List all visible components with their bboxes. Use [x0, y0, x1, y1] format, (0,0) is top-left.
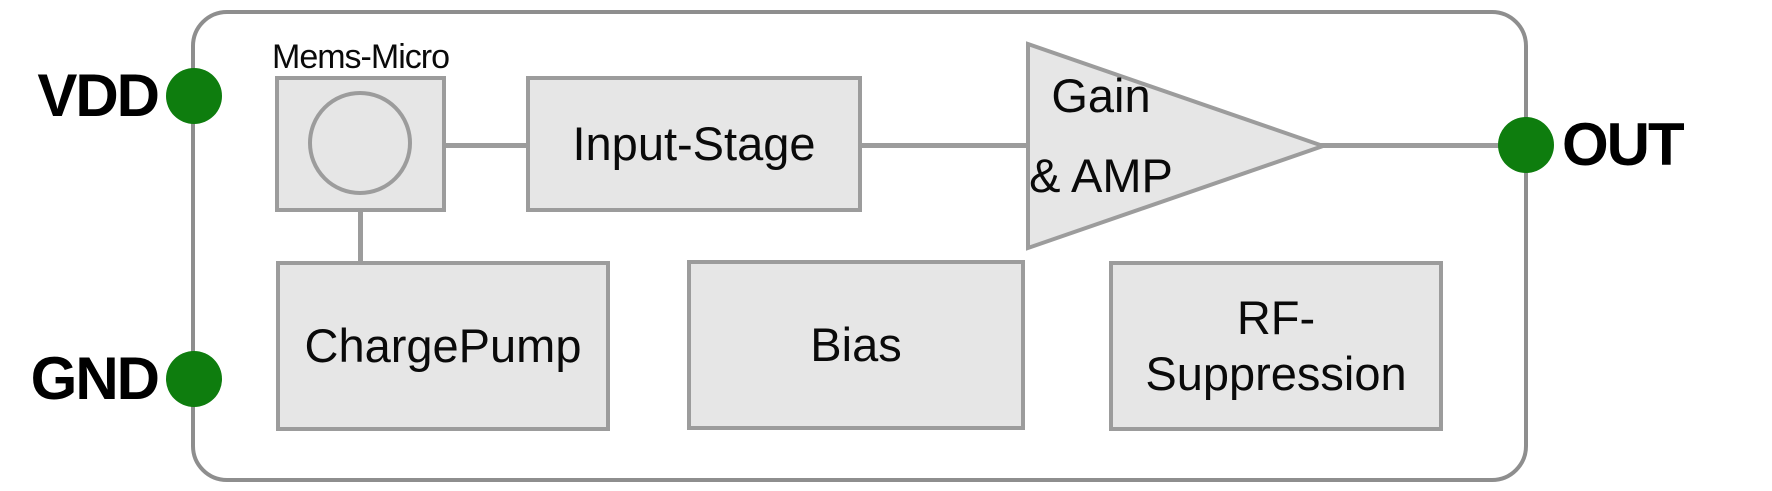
vdd-pin-dot [166, 68, 222, 124]
mems-micro-title: Mems-Micro [272, 38, 450, 76]
vdd-pin-label: VDD [37, 62, 160, 129]
gnd-pin-dot [166, 351, 222, 407]
wire-amplifier-to-out-pin [1320, 143, 1506, 148]
block-rf-suppression: RF- Suppression [1109, 261, 1443, 431]
chip-outline [191, 10, 1528, 482]
amplifier-label-line1: Gain [1051, 69, 1151, 122]
input-stage-label: Input-Stage [572, 117, 816, 170]
microphone-membrane-circle-icon [308, 91, 412, 195]
block-bias: Bias [687, 260, 1025, 430]
charge-pump-label: ChargePump [304, 319, 582, 372]
wire-input-stage-to-amplifier [860, 143, 1028, 148]
wire-mems-to-input-stage [446, 143, 526, 148]
out-pin-dot [1498, 117, 1554, 173]
rf-suppression-label-line2: Suppression [1145, 347, 1407, 400]
block-charge-pump: ChargePump [276, 261, 610, 431]
out-pin-label: OUT [1562, 111, 1685, 178]
block-input-stage: Input-Stage [526, 76, 862, 212]
wire-mems-to-charge-pump [358, 210, 363, 263]
amplifier-label-line2: & AMP [1029, 149, 1173, 202]
amplifier-label: Gain & AMP [1026, 56, 1176, 216]
bias-label: Bias [810, 318, 902, 371]
rf-suppression-label-line1: RF- [1236, 291, 1316, 344]
rf-suppression-label: RF- Suppression [1145, 290, 1406, 402]
gnd-pin-label: GND [30, 345, 160, 412]
amplifier-triangle-icon [1026, 41, 1330, 251]
